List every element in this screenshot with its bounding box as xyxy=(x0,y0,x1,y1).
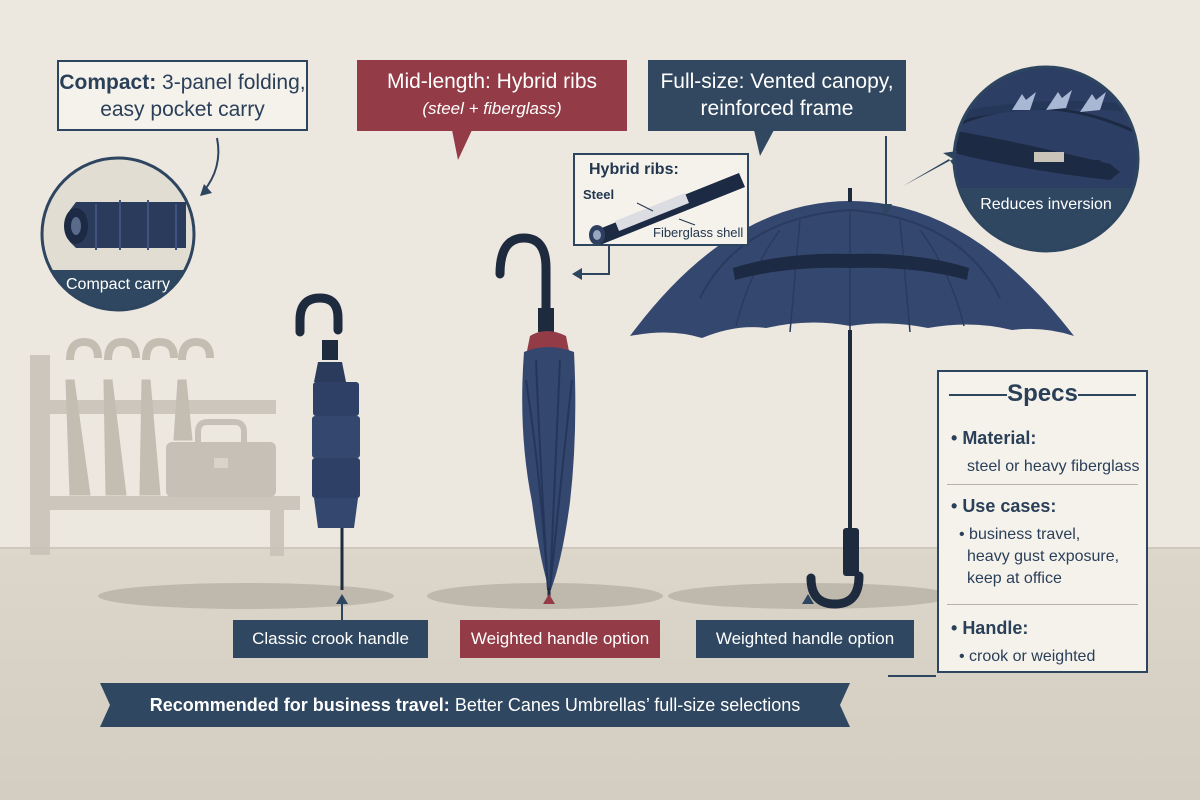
compact-umbrella-illustration xyxy=(295,293,360,590)
ribs-inset-title: Hybrid ribs: xyxy=(589,161,679,178)
spec-handle-value: crook or weighted xyxy=(969,648,1096,665)
airflow-arrow-icon xyxy=(1080,92,1106,112)
bullet-icon: • xyxy=(959,526,970,543)
arrow-head-icon xyxy=(880,204,892,216)
vent-detail-circle xyxy=(952,65,1140,253)
steel-label: Steel xyxy=(583,187,615,202)
full-size-callout: Full-size: Vented canopy, reinforced fra… xyxy=(648,60,906,131)
compact-callout-line2: easy pocket carry xyxy=(100,98,265,121)
compact-callout: Compact: 3-panel folding, easy pocket ca… xyxy=(57,60,308,131)
label-arrow-icon xyxy=(543,594,555,604)
pointer-arrow-icon xyxy=(903,151,957,186)
bullet-icon: • xyxy=(951,618,963,638)
arrow-head-icon xyxy=(572,268,582,280)
banner-bold-text: Recommended for business travel: xyxy=(149,695,450,715)
label-arrow-icon xyxy=(802,594,814,604)
compact-carry-circle xyxy=(40,156,196,312)
reduces-inversion-label: Reduces inversion xyxy=(980,196,1112,213)
weighted-handle-label-mid: Weighted handle option xyxy=(460,620,660,658)
shadow-mid xyxy=(427,583,663,609)
compact-carry-label: Compact carry xyxy=(65,276,171,293)
briefcase-icon xyxy=(166,419,276,497)
spec-use-value-2: heavy gust exposure, xyxy=(967,548,1120,565)
spec-material-value: steel or heavy fiberglass xyxy=(967,458,1140,475)
mid-callout-line2: (steel + fiberglass) xyxy=(422,99,562,118)
airflow-arrow-icon xyxy=(1046,90,1072,110)
spec-handle-heading: Handle: xyxy=(962,618,1029,638)
banner-rest-text: Better Canes Umbrellas’ full-size select… xyxy=(449,695,801,715)
background-shelf xyxy=(30,337,300,556)
airflow-arrow-icon xyxy=(1012,92,1036,110)
full-callout-line1: Full-size: Vented canopy, xyxy=(660,70,894,93)
bullet-icon: • xyxy=(951,496,963,516)
recommendation-banner: Recommended for business travel: Better … xyxy=(100,683,850,727)
bullet-icon: • xyxy=(959,648,970,665)
hybrid-ribs-inset: Hybrid ribs: Steel Fiberglass shell xyxy=(573,153,749,246)
spec-use-heading: Use cases: xyxy=(962,496,1057,516)
weighted-handle-label-full: Weighted handle option xyxy=(696,620,914,658)
specs-title: Specs xyxy=(1007,380,1078,407)
mid-length-callout: Mid-length: Hybrid ribs (steel + fibergl… xyxy=(357,60,627,131)
label-arrow-icon xyxy=(336,594,348,604)
rib-cross-section-icon xyxy=(589,173,745,244)
specs-panel: Specs • Material: steel or heavy fibergl… xyxy=(937,370,1148,673)
bottom-banner-shape xyxy=(100,683,850,727)
bullet-icon: • xyxy=(951,428,963,448)
spec-use-value-3: keep at office xyxy=(967,570,1062,587)
fiberglass-label: Fiberglass shell xyxy=(653,225,744,240)
mid-umbrella-illustration xyxy=(495,233,576,604)
shadow-compact xyxy=(98,583,394,609)
spec-use-value-1: business travel, xyxy=(969,526,1081,543)
classic-crook-handle-label: Classic crook handle xyxy=(233,620,428,658)
compact-callout-line1: 3-panel folding, xyxy=(156,71,306,94)
arrow-head-icon xyxy=(200,184,212,196)
full-callout-line2: reinforced frame xyxy=(700,97,854,120)
mid-callout-line1: Mid-length: Hybrid ribs xyxy=(386,70,598,93)
shadow-full xyxy=(668,583,952,609)
compact-callout-keyword: Compact: xyxy=(59,71,157,94)
spec-material-heading: Material: xyxy=(962,428,1037,448)
